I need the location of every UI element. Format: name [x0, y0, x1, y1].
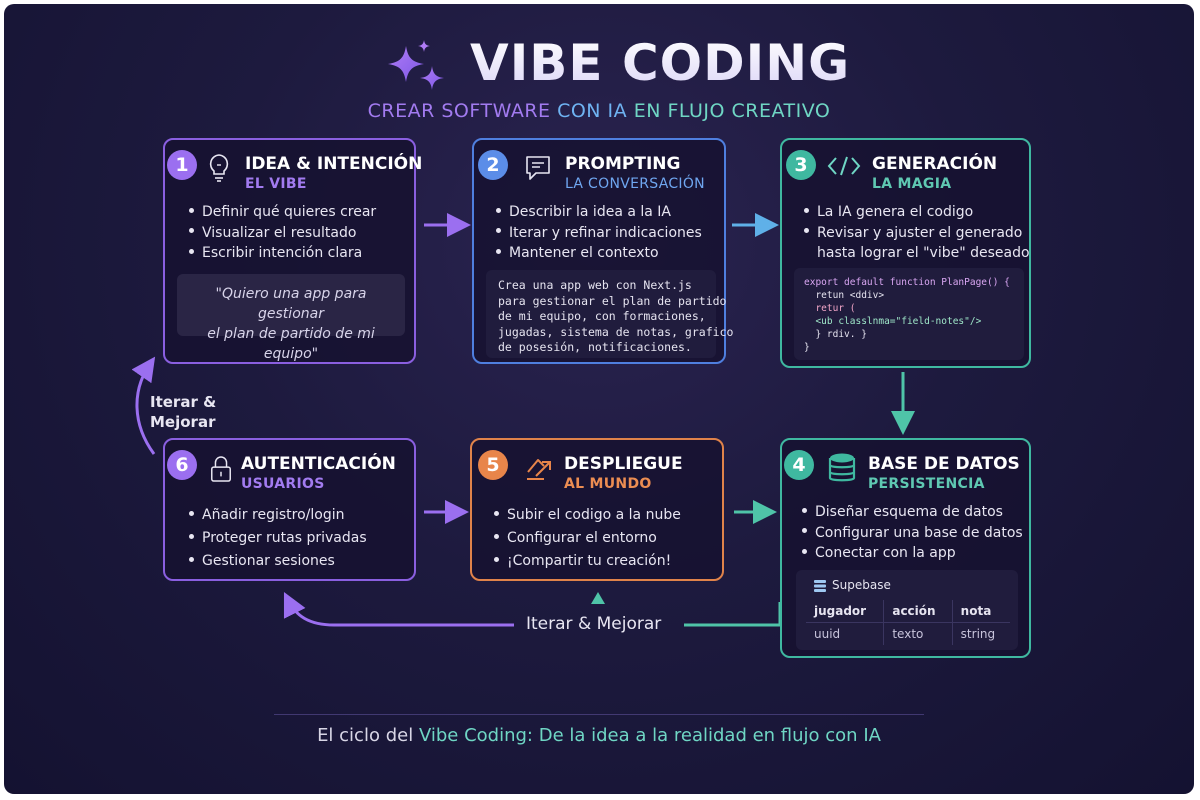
step-number-badge: 5: [478, 450, 508, 480]
code-line: } rdiv. }: [804, 329, 867, 340]
step-bullets: Definir qué quieres crear Visualizar el …: [189, 202, 376, 264]
database-icon: [828, 453, 856, 482]
iterate-label: Iterar & Mejorar: [526, 614, 662, 634]
step-card-despliegue: 5 DESPLIEGUE AL MUNDO Subir el codigo a …: [470, 438, 724, 581]
code-line: <ub classlnma="field-notes"/>: [804, 316, 982, 327]
subtitle-part-1: CREAR SOFTWARE: [367, 100, 551, 122]
step-subtitle: LA MAGIA: [872, 176, 952, 192]
step-card-generacion: 3 GENERACIÓN LA MAGIA La IA genera el co…: [780, 138, 1031, 368]
bullet-item: Visualizar el resultado: [189, 223, 376, 244]
prompt-line: de mi equipo, con formaciones,: [498, 309, 706, 323]
bullet-item: Configurar el entorno: [494, 527, 681, 550]
step-bullets: Describir la idea a la IA Iterar y refin…: [496, 202, 702, 264]
bullet-item: Subir el codigo a la nube: [494, 504, 681, 527]
db-preview: Supebase jugador acción nota uuid texto …: [796, 570, 1018, 650]
step-card-prompting: 2 PROMPTING LA CONVERSACIÓN Describir la…: [472, 138, 734, 364]
bullet-item: Escribir intención clara: [189, 243, 376, 264]
step-number-badge: 3: [786, 150, 816, 180]
step-title: BASE DE DATOS: [868, 454, 1020, 474]
prompt-line: para gestionar el plan de partido: [498, 293, 727, 308]
step-title: GENERACIÓN: [872, 154, 998, 174]
bullet-item: Iterar y refinar indicaciones: [496, 223, 702, 244]
arrow-iterate-back: [684, 602, 782, 627]
code-line: export default function PlanPage() {: [804, 277, 1010, 288]
code-line: }: [804, 342, 810, 353]
step-card-idea: 1 IDEA & INTENCIÓN EL VIBE Definir qué q…: [163, 138, 422, 364]
arrow-up-to-5: [591, 592, 605, 604]
bullet-item: Definir qué quieres crear: [189, 202, 376, 223]
prompt-line: Crea una app web con Next.js: [498, 278, 692, 292]
prompt-box: Crea una app web con Next.js para gestio…: [486, 270, 734, 358]
step-bullets: Añadir registro/login Proteger rutas pri…: [189, 504, 367, 573]
lock-icon: [211, 456, 231, 482]
bullet-item: Proteger rutas privadas: [189, 527, 367, 550]
step-card-base-de-datos: 4 BASE DE DATOS PERSISTENCIA Diseñar esq…: [780, 438, 1031, 658]
step-number-badge: 1: [167, 150, 197, 180]
bullet-continuation: hasta lograr el "vibe" deseado: [817, 245, 1030, 261]
step-subtitle: PERSISTENCIA: [868, 476, 985, 492]
bullet-item: Revisar y ajuster el generado: [804, 223, 1030, 244]
step-number-badge: 2: [478, 150, 508, 180]
step-bullets: Subir el codigo a la nube Configurar el …: [494, 504, 681, 573]
prompt-line: jugadas, sistema de notas, grafico: [498, 324, 734, 339]
step-title: IDEA & INTENCIÓN: [245, 154, 423, 174]
loop-label: Iterar &Mejorar: [150, 393, 217, 431]
code-line: retun <ddiv>: [804, 290, 885, 301]
step-title: PROMPTING: [565, 154, 681, 174]
table-row: uuid texto string: [806, 622, 1010, 645]
chat-icon: [526, 156, 550, 180]
flow-connectors: [131, 213, 915, 627]
step-subtitle: USUARIOS: [241, 476, 325, 492]
table-header-row: jugador acción nota: [806, 600, 1010, 623]
step-number-badge: 6: [167, 450, 197, 480]
bullet-item: Gestionar sesiones: [189, 550, 367, 573]
step-bullets: Diseñar esquema de datos Configurar una …: [802, 502, 1023, 564]
arrow-iterate-left: [283, 591, 514, 627]
page-title: VIBE CODING: [470, 34, 851, 92]
page-subtitle: CREAR SOFTWARE CON IA EN FLUJO CREATIVO: [4, 100, 1194, 122]
bullet-item: Añadir registro/login: [189, 504, 367, 527]
infographic-canvas: VIBE CODING CREAR SOFTWARE CON IA EN FLU…: [4, 4, 1194, 794]
step-subtitle: EL VIBE: [245, 176, 307, 192]
prompt-line: de posesión, notificaciones.: [498, 340, 692, 354]
lightbulb-icon: [209, 154, 229, 182]
table-header: acción: [883, 600, 953, 623]
footer-divider: [274, 714, 924, 715]
db-name: Supebase: [832, 578, 891, 592]
deploy-icon: [527, 459, 551, 480]
step-title: DESPLIEGUE: [564, 454, 683, 474]
table-header: jugador: [806, 600, 884, 623]
db-table: jugador acción nota uuid texto string: [806, 600, 1010, 645]
step-card-autenticacion: 6 AUTENTICACIÓN USUARIOS Añadir registro…: [163, 438, 416, 581]
table-cell: uuid: [814, 627, 841, 641]
code-snippet: export default function PlanPage() { ret…: [794, 268, 1024, 360]
code-icon: [827, 156, 861, 176]
step-subtitle: AL MUNDO: [564, 476, 652, 492]
table-cell: string: [951, 622, 1010, 645]
step-number-badge: 4: [784, 450, 814, 480]
footer-caption: El ciclo del Vibe Coding: De la idea a l…: [317, 725, 881, 746]
db-stack-icon: [814, 580, 826, 592]
bullet-item: Diseñar esquema de datos: [802, 502, 1023, 523]
sparkles-icon: [388, 40, 444, 90]
bullet-item: Configurar una base de datos: [802, 523, 1023, 544]
subtitle-part-3: EN FLUJO CREATIVO: [633, 100, 831, 122]
subtitle-part-2: CON IA: [557, 100, 628, 122]
bullet-item: La IA genera el codigo: [804, 202, 1030, 223]
bullet-item: Conectar con la app: [802, 543, 1023, 564]
arrow-6-to-1: [131, 356, 156, 455]
code-line: retur (: [804, 303, 856, 314]
step-title: AUTENTICACIÓN: [241, 454, 396, 474]
table-cell: texto: [883, 622, 953, 645]
table-header: nota: [951, 600, 1010, 623]
bullet-item: ¡Compartir tu creación!: [494, 550, 681, 573]
bullet-item: Describir la idea a la IA: [496, 202, 702, 223]
bullet-item: Mantener el contexto: [496, 243, 702, 264]
step-bullets: La IA genera el codigo Revisar y ajuster…: [804, 202, 1030, 264]
step-subtitle: LA CONVERSACIÓN: [565, 176, 705, 192]
